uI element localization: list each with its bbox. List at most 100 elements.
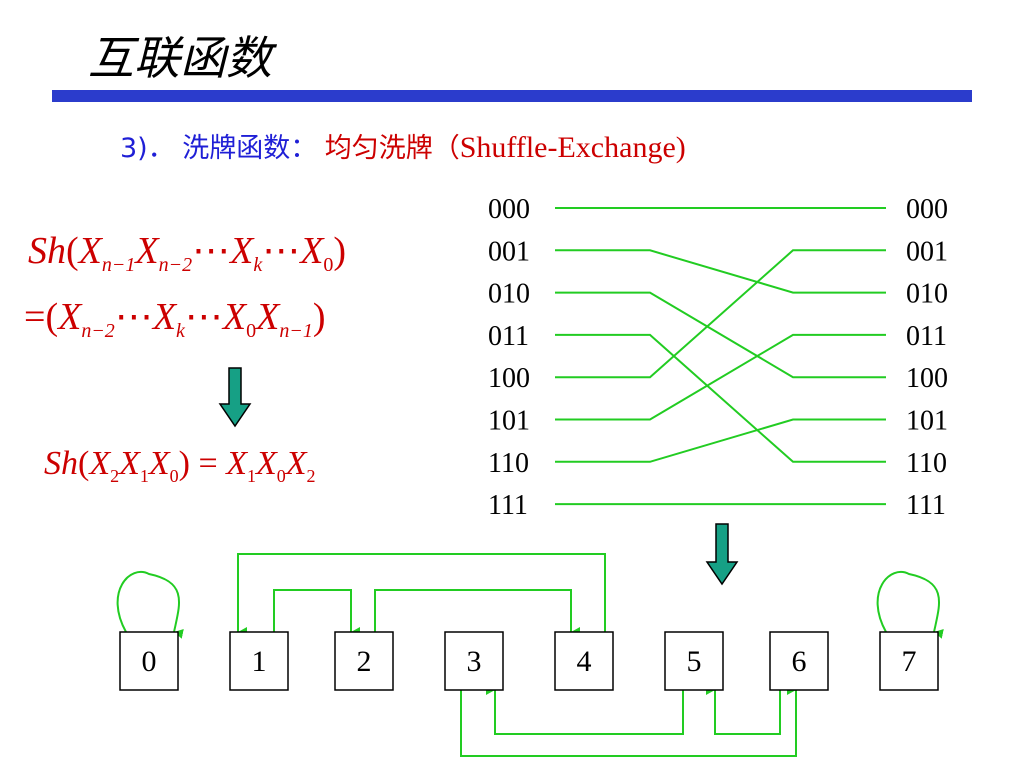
formula-dots: ⋯	[262, 230, 301, 272]
shuffle-wire	[555, 333, 886, 463]
formula-dots: ⋯	[114, 296, 153, 338]
node-edge	[116, 571, 184, 639]
formula-sub: k	[176, 320, 185, 342]
formula-func: Sh	[28, 230, 66, 272]
shuffle-left-label: 001	[488, 236, 530, 267]
formula-paren: )	[333, 230, 347, 272]
formula-sub: 1	[246, 466, 256, 486]
formula-var: X	[285, 445, 307, 482]
formula-definition-lhs: Sh(Xn−1Xn−2⋯Xk⋯X0)	[28, 228, 346, 277]
node-edge	[876, 571, 944, 639]
shuffle-right-label: 001	[906, 236, 948, 267]
shuffle-wire	[555, 249, 886, 379]
subtitle-en-desc: Shuffle-Exchange)	[459, 131, 686, 164]
subtitle-cn-desc: 均匀洗牌（	[324, 133, 460, 164]
node-box	[444, 631, 504, 691]
formula-dots: ⋯	[192, 230, 231, 272]
shuffle-left-label: 111	[488, 490, 528, 521]
formula-var: X	[226, 445, 247, 482]
formula-var: X	[256, 296, 280, 338]
shuffle-right-label: 101	[906, 406, 948, 437]
shuffle-right-label: 100	[906, 363, 948, 394]
shuffle-left-label: 101	[488, 406, 530, 437]
formula-var: X	[255, 445, 277, 482]
formula-sub: 0	[276, 466, 286, 486]
formula-var: X	[135, 230, 159, 272]
node-box	[664, 631, 724, 691]
node-box	[879, 631, 939, 691]
formula-var: X	[58, 296, 82, 338]
shuffle-right-label: 010	[906, 279, 948, 310]
formula-sub: n−2	[158, 254, 193, 276]
node-label: 7	[902, 645, 917, 678]
formula-sub: 1	[139, 466, 149, 486]
formula-paren: (	[66, 230, 79, 272]
node-label: 5	[687, 645, 702, 678]
shuffle-wire	[555, 418, 886, 463]
formula-sub: 0	[323, 254, 334, 276]
formula-equals: =	[198, 445, 218, 482]
formula-sub: n−1	[101, 254, 136, 276]
node-edge	[486, 685, 684, 735]
shuffle-wire	[555, 249, 886, 294]
formula-sub: n−2	[81, 320, 115, 342]
node-edge	[460, 685, 797, 757]
formula-var: X	[89, 445, 111, 482]
shuffle-left-label: 010	[488, 279, 530, 310]
formula-paren: (	[78, 445, 90, 482]
shuffle-right-label: 111	[906, 490, 946, 521]
formula-var: X	[119, 445, 140, 482]
node-box	[229, 631, 289, 691]
formula-sub: 0	[246, 320, 257, 342]
shuffle-left-label: 110	[488, 448, 529, 479]
formula-dots: ⋯	[184, 296, 223, 338]
formula-definition-rhs: =(Xn−2⋯Xk⋯X0Xn−1)	[24, 294, 326, 343]
formula-var: X	[300, 230, 324, 272]
shuffle-left-label: 100	[488, 363, 530, 394]
formula-paren: )	[178, 445, 190, 482]
shuffle-right-label: 110	[906, 448, 947, 479]
formula-sub: 2	[306, 466, 316, 486]
node-edge	[237, 553, 606, 637]
subtitle-name: 洗牌函数：	[182, 133, 318, 164]
subtitle: 3)． 洗牌函数： 均匀洗牌（Shuffle-Exchange)	[120, 126, 686, 165]
node-label: 1	[252, 645, 267, 678]
node-label: 2	[357, 645, 372, 678]
node-label: 4	[577, 645, 592, 678]
formula-sub: 2	[110, 466, 120, 486]
subtitle-number: 3)．	[120, 133, 175, 164]
node-box	[554, 631, 614, 691]
formula-sub: n−1	[279, 320, 313, 342]
formula-var: X	[222, 296, 247, 338]
node-boxes: 0 1 2 3 4 5 6 7	[119, 631, 939, 691]
formula-var: X	[152, 296, 177, 338]
formula-var: X	[78, 230, 102, 272]
shuffle-left-labels: 000 001 010 011 100 101 110 111	[488, 194, 530, 521]
shuffle-wire	[555, 291, 886, 379]
formula-var: X	[230, 230, 254, 272]
shuffle-right-label: 000	[906, 194, 948, 225]
formula-sub: k	[253, 254, 263, 276]
shuffle-left-label: 011	[488, 321, 529, 352]
shuffle-left-label: 000	[488, 194, 530, 225]
formula-paren: (	[45, 296, 59, 338]
shuffle-wire	[555, 333, 886, 421]
node-label: 3	[467, 645, 482, 678]
shuffle-wires	[555, 207, 886, 506]
node-label: 0	[142, 645, 157, 678]
node-edges	[116, 553, 944, 757]
formula-var: X	[148, 445, 170, 482]
node-box	[334, 631, 394, 691]
formula-equals: =	[24, 296, 46, 338]
title-rule	[52, 90, 972, 102]
formula-paren: )	[312, 296, 326, 338]
down-arrow-icon	[218, 367, 252, 428]
node-edge	[374, 589, 580, 637]
page-title: 互联函数	[88, 31, 272, 85]
formula-func: Sh	[44, 445, 78, 482]
node-label: 6	[792, 645, 807, 678]
node-edge	[273, 589, 360, 637]
node-edge	[706, 685, 781, 735]
